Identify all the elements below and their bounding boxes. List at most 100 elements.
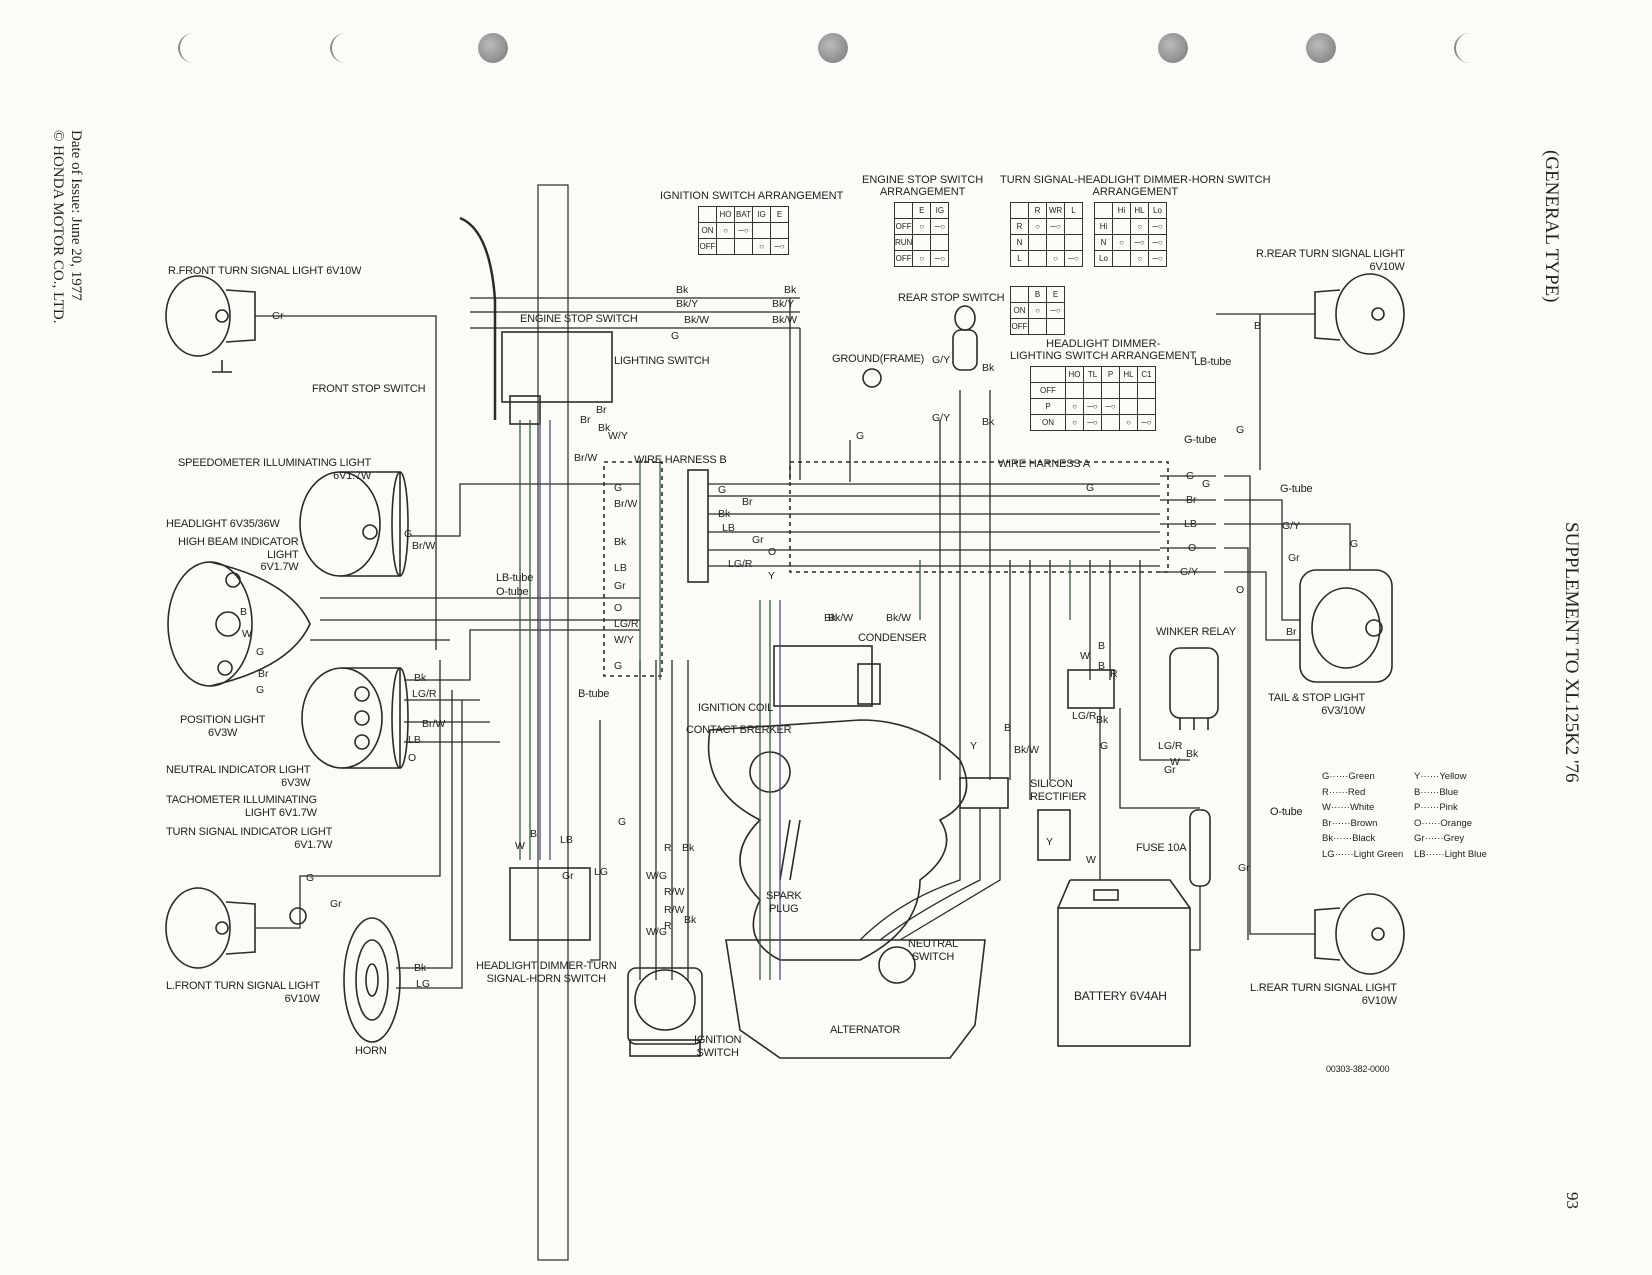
wire-code-label: G — [1236, 424, 1245, 436]
legend-name: Brown — [1350, 817, 1378, 829]
legend-entry: Y······Yellow — [1414, 769, 1487, 785]
wire-code-label: Bk — [982, 362, 995, 374]
condenser-label: CONDENSER — [858, 632, 927, 644]
wire-code-label: Gr — [272, 310, 284, 322]
legend-dots: ······ — [1334, 848, 1354, 860]
legend-dots: ······ — [1421, 817, 1441, 829]
wire-code-label: W — [1080, 650, 1090, 662]
wire-code-label: B — [1254, 320, 1262, 332]
fuse — [1189, 809, 1211, 887]
tacho-light-label: TACHOMETER ILLUMINATING LIGHT 6V1.7W — [166, 794, 317, 819]
ignition-coil-label: IGNITION COIL — [698, 702, 774, 714]
wire-code-label: O — [1236, 584, 1245, 596]
legend-entry: P······Pink — [1414, 800, 1487, 816]
wire-code-label: Bk — [676, 284, 689, 296]
dimmer-switch-label: HEADLIGHT DIMMER-TURN SIGNAL-HORN SWITCH — [476, 960, 617, 985]
punch-hole — [178, 33, 210, 63]
legend-name: Red — [1347, 786, 1366, 798]
wire-code-label: R — [664, 842, 672, 854]
legend-name: Blue — [1439, 786, 1459, 798]
neutral-switch-label: NEUTRAL SWITCH — [908, 938, 958, 963]
speedo-light-label: SPEEDOMETER ILLUMINATING LIGHT 6V1.7W — [178, 457, 372, 482]
wire-code-label: Bk — [684, 914, 697, 926]
legend-dots: ······ — [1420, 802, 1440, 814]
relay-block — [1067, 669, 1115, 709]
punch-hole — [1306, 33, 1336, 63]
wire-code-label: Br/W — [412, 540, 436, 552]
legend-name: Pink — [1439, 802, 1458, 814]
ignition-switch-label: IGNITION SWITCH — [694, 1034, 742, 1059]
wire-code-label: Br — [258, 668, 269, 680]
wire-code-label: B — [1004, 722, 1012, 734]
lighting-switch-label: LIGHTING SWITCH — [614, 355, 710, 367]
legend-dots: ······ — [1420, 771, 1440, 782]
rear-stop-switch-label: REAR STOP SWITCH — [898, 292, 1005, 304]
r-front-turn-label: R.FRONT TURN SIGNAL LIGHT 6V10W — [168, 265, 362, 277]
front-stop-switch-label: FRONT STOP SWITCH — [312, 383, 426, 395]
wire-code-label: Br/W — [614, 498, 638, 510]
wire-code-label: Bk/W — [772, 314, 798, 326]
ignition-switch — [627, 967, 703, 1057]
silicon-rectifier-label: SILICON RECTIFIER — [1030, 778, 1087, 803]
wire-code-label: Bk/W — [828, 612, 854, 624]
legend-entry: O······Orange — [1414, 816, 1487, 832]
wire-code-label: LB — [722, 522, 735, 534]
winker-relay-label: WINKER RELAY — [1156, 626, 1236, 638]
legend-name: Black — [1352, 833, 1376, 845]
wire-code-label: LG/R — [728, 558, 753, 570]
winker-relay — [1169, 647, 1219, 730]
horn — [343, 917, 401, 1043]
handlebar — [537, 184, 569, 1261]
wire-code-label: R — [1110, 668, 1118, 680]
wire-code-label: G — [856, 430, 865, 442]
wire-code-label: Gr — [1164, 764, 1176, 776]
wire-code-label: Bk — [1186, 748, 1199, 760]
wire-code-label: W/Y — [608, 430, 628, 442]
rear-stop-switch — [952, 305, 978, 371]
wire-code-label: Br — [1286, 626, 1297, 638]
wire-code-label: G — [306, 872, 315, 884]
condenser — [857, 663, 881, 705]
wire-code-label: Bk/W — [886, 612, 912, 624]
r-rear-turn-label: R.REAR TURN SIGNAL LIGHT 6V10W — [1256, 248, 1405, 273]
harness-a-box — [789, 461, 1169, 573]
wire-code-label: G — [256, 646, 265, 658]
wire-code-label: G/Y — [1282, 520, 1301, 532]
wire-code-label: LG/R — [1158, 740, 1183, 752]
wire-code-label: Bk — [614, 536, 627, 548]
wire-code-label: G/Y — [932, 412, 951, 424]
wire-code-label: R — [664, 920, 672, 932]
wire-code-label: LG — [594, 866, 609, 878]
wire-code-label: Bk — [982, 416, 995, 428]
neutral-switch-body — [878, 946, 916, 984]
wire-code-label: Bk — [682, 842, 695, 854]
wire-code-label: G — [404, 528, 413, 540]
legend-code: W — [1322, 802, 1331, 814]
legend-code: R — [1322, 786, 1329, 798]
wire-code-label: W — [515, 840, 525, 852]
ground-symbol — [862, 368, 882, 388]
legend-entry: Bk······Black — [1322, 831, 1403, 847]
punch-hole — [1158, 33, 1188, 63]
wire-code-label: Br/W — [422, 718, 446, 730]
punch-hole — [478, 33, 508, 63]
legend-entry: Gr······Grey — [1414, 831, 1487, 847]
tachometer — [301, 667, 409, 769]
wire-code-label: Bk/W — [684, 314, 710, 326]
wire-code-label: Br — [742, 496, 753, 508]
wire-code-label: Gr — [1288, 552, 1300, 564]
lb-tube-2-label: LB-tube — [496, 572, 534, 584]
turn-signal-table-title: TURN SIGNAL-HEADLIGHT DIMMER-HORN SWITCH… — [1000, 174, 1271, 199]
spark-plug — [779, 819, 801, 881]
wire-code-label: G — [1100, 740, 1109, 752]
o-tube-label: O-tube — [1270, 806, 1303, 818]
legend-code: O — [1414, 817, 1422, 829]
wire-code-label: LB — [560, 834, 573, 846]
wire-code-label: W/Y — [614, 634, 634, 646]
wire-code-label: LB — [614, 562, 627, 574]
